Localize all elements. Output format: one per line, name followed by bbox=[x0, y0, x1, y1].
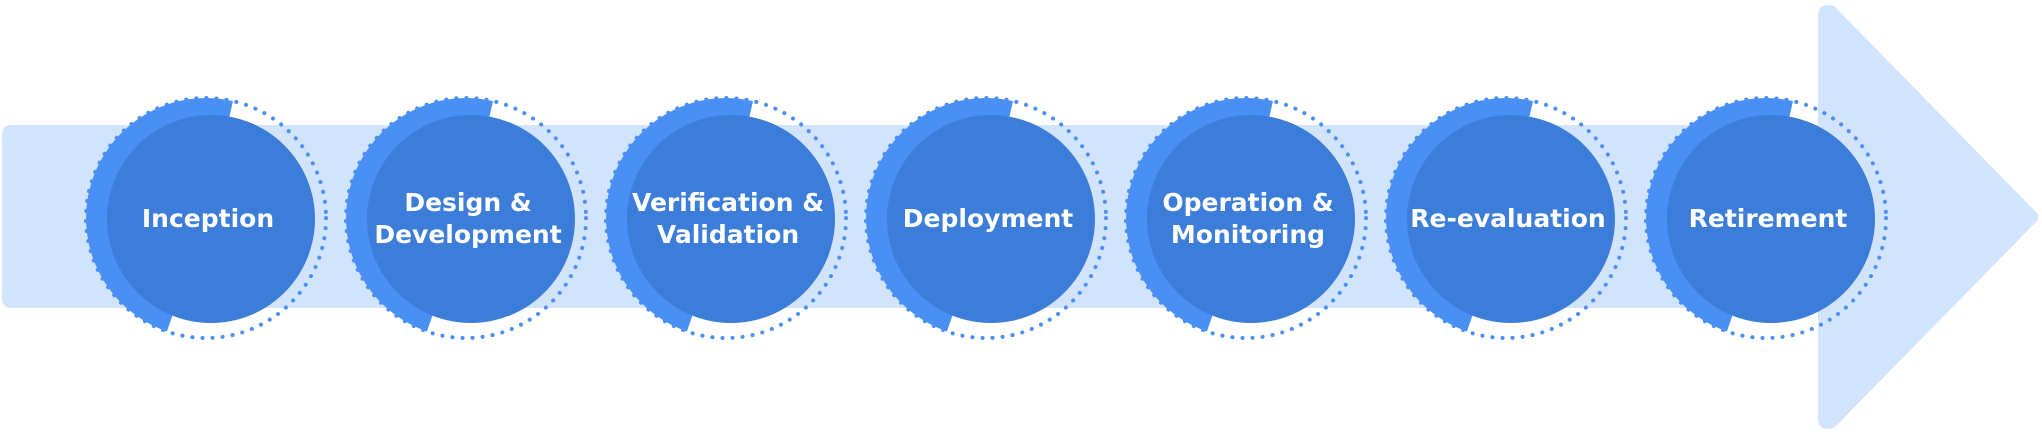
stage-dotted-ring bbox=[1124, 96, 1368, 340]
stage-label-line: Deployment bbox=[903, 204, 1073, 233]
stage-dotted-ring bbox=[864, 96, 1108, 340]
stage-dotted-ring bbox=[84, 96, 328, 340]
stage-circle bbox=[367, 115, 575, 323]
stage-label: Inception bbox=[142, 204, 274, 233]
stage-label: Deployment bbox=[903, 204, 1073, 233]
stage-label-line: Retirement bbox=[1689, 204, 1848, 233]
stage-label: Retirement bbox=[1689, 204, 1848, 233]
stage-dotted-ring bbox=[1384, 96, 1628, 340]
stage-label-line: Design & bbox=[404, 188, 531, 217]
stage-label: Re-evaluation bbox=[1410, 204, 1605, 233]
stage-dotted-ring bbox=[344, 96, 588, 340]
stage-label-line: Operation & bbox=[1162, 188, 1333, 217]
stage-label-line: Monitoring bbox=[1171, 220, 1325, 249]
stage-label-line: Verification & bbox=[632, 188, 824, 217]
stage-label-line: Inception bbox=[142, 204, 274, 233]
stage-circle bbox=[1407, 115, 1615, 323]
stage-label-line: Development bbox=[374, 220, 561, 249]
stage-label: Design & Development bbox=[374, 188, 561, 249]
stage-label: Operation & Monitoring bbox=[1162, 188, 1333, 249]
stage-circle bbox=[107, 115, 315, 323]
stage-label: Verification & Validation bbox=[632, 188, 824, 249]
stage-circle bbox=[1147, 115, 1355, 323]
stage-circle bbox=[1667, 115, 1875, 323]
stage-label-line: Validation bbox=[657, 220, 799, 249]
stage-circle bbox=[887, 115, 1095, 323]
stage-dotted-ring bbox=[604, 96, 848, 340]
stage-dotted-ring bbox=[1644, 96, 1888, 340]
stage-label-line: Re-evaluation bbox=[1410, 204, 1605, 233]
stages-group: Inception Design & Development Verification… bbox=[84, 96, 1888, 340]
stage-circle bbox=[627, 115, 835, 323]
